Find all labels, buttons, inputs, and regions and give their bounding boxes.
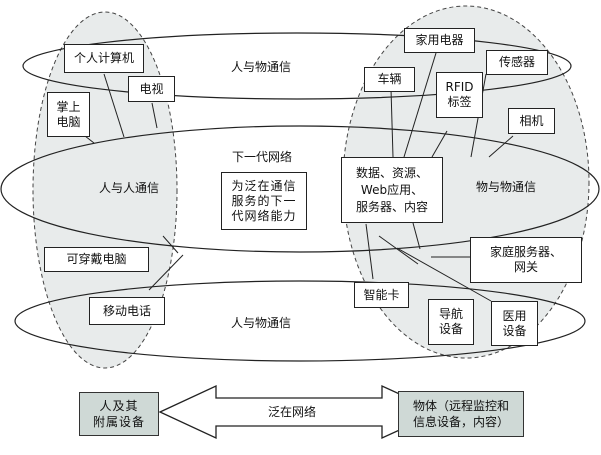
top-horizontal-ellipse <box>22 32 572 100</box>
home-server-box: 家庭服务器、 网关 <box>470 237 582 283</box>
tv-box: 电视 <box>128 76 175 102</box>
sensor-box: 传感器 <box>486 50 548 75</box>
smart-card-box: 智能卡 <box>354 282 409 308</box>
medical-device-box: 医用 设备 <box>491 301 538 346</box>
ubiquitous-network-label: 泛在网络 <box>268 405 317 419</box>
personal-computer-box: 个人计算机 <box>64 44 144 73</box>
bottom-ellipse-label: 人与物通信 <box>231 316 292 330</box>
next-gen-capability-box: 为泛在通信 服务的下一 代网络能力 <box>221 172 307 230</box>
middle-horizontal-ellipse <box>0 125 600 253</box>
people-and-devices-box: 人及其 附属设备 <box>79 392 159 436</box>
palmtop-box: 掌上 电脑 <box>47 92 90 137</box>
navigation-device-box: 导航 设备 <box>428 299 474 345</box>
thing-to-thing-label: 物与物通信 <box>476 180 537 194</box>
data-resources-box: 数据、资源、 Web应用、 服务器、内容 <box>341 157 443 223</box>
objects-box: 物体（远程监控和 信息设备，内容） <box>398 391 524 437</box>
vehicle-box: 车辆 <box>364 67 415 92</box>
person-to-person-label: 人与人通信 <box>99 181 160 195</box>
top-ellipse-label: 人与物通信 <box>231 60 292 74</box>
bottom-horizontal-ellipse <box>14 280 586 362</box>
rfid-tag-box: RFID 标签 <box>436 72 483 118</box>
wearable-computer-box: 可穿戴电脑 <box>44 247 149 272</box>
mobile-phone-box: 移动电话 <box>89 297 165 325</box>
next-gen-network-label: 下一代网络 <box>232 150 293 164</box>
camera-box: 相机 <box>508 108 555 134</box>
home-appliance-box: 家用电器 <box>404 28 475 53</box>
